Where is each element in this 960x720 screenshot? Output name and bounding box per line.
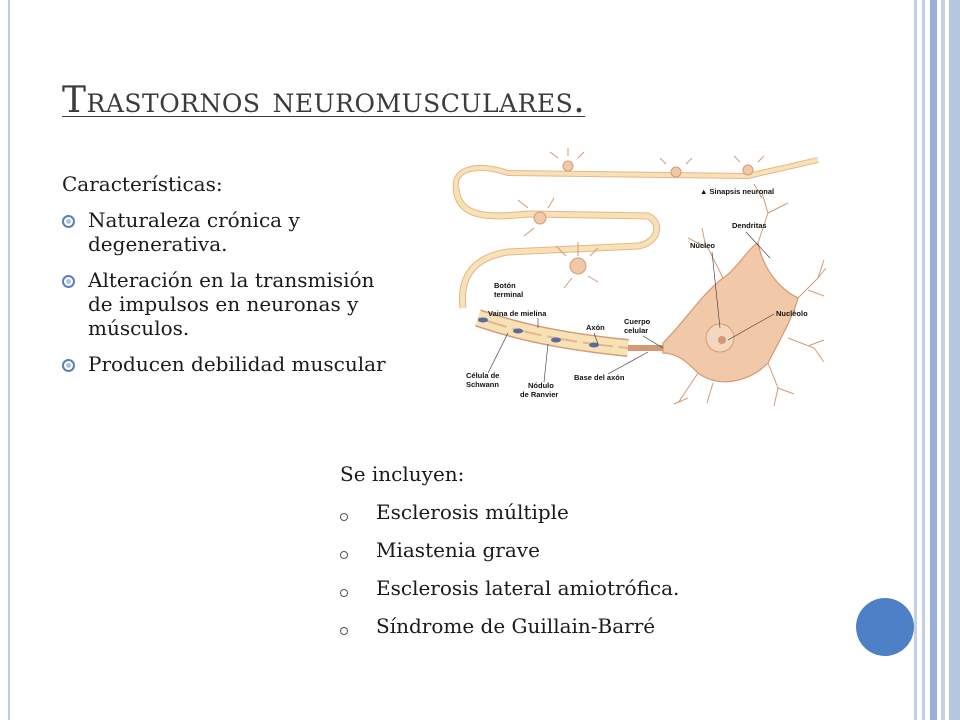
list-item-text: Esclerosis múltiple bbox=[376, 500, 569, 524]
decorative-side-bars bbox=[914, 0, 960, 720]
label-terminal-button-1: Botón bbox=[494, 281, 516, 290]
bullet-o-icon bbox=[340, 551, 348, 559]
label-synapse: ▲ Sinapsis neuronal bbox=[700, 187, 774, 196]
label-nucleus: Núcleo bbox=[690, 241, 715, 250]
list-item-text: Síndrome de Guillain-Barré bbox=[376, 614, 656, 638]
bullet-circle-icon bbox=[62, 215, 75, 228]
label-schwann-2: Schwann bbox=[466, 380, 499, 389]
includes-list: Esclerosis múltiple Miastenia grave Escl… bbox=[340, 500, 780, 638]
label-axon-base: Base del axón bbox=[574, 373, 625, 382]
label-ranvier-2: de Ranvier bbox=[520, 390, 558, 399]
list-item: Esclerosis lateral amiotrófica. bbox=[340, 576, 780, 600]
list-item: Alteración en la transmisión de impulsos… bbox=[62, 268, 402, 340]
list-item-text: Producen debilidad muscular bbox=[88, 352, 386, 376]
decorative-circle bbox=[856, 598, 914, 656]
label-myelin-sheath: Vaina de mielina bbox=[488, 309, 547, 318]
label-cell-body-1: Cuerpo bbox=[624, 317, 651, 326]
bullet-o-icon bbox=[340, 589, 348, 597]
label-cell-body-2: celular bbox=[624, 326, 648, 335]
list-item: Producen debilidad muscular bbox=[62, 352, 402, 376]
list-item-text: Esclerosis lateral amiotrófica. bbox=[376, 576, 680, 600]
label-nucleolus: Nucléolo bbox=[776, 309, 808, 318]
list-item-text: Alteración en la transmisión de impulsos… bbox=[88, 268, 375, 340]
list-item: Naturaleza crónica y degenerativa. bbox=[62, 208, 402, 256]
label-ranvier-1: Nódulo bbox=[528, 381, 554, 390]
left-frame-line bbox=[8, 0, 10, 720]
list-item: Esclerosis múltiple bbox=[340, 500, 780, 524]
list-item: Síndrome de Guillain-Barré bbox=[340, 614, 780, 638]
characteristics-intro: Características: bbox=[62, 172, 223, 196]
label-dendrites: Dendritas bbox=[732, 221, 767, 230]
slide-title: Trastornos neuromusculares. bbox=[62, 80, 586, 121]
label-axon: Axón bbox=[586, 323, 605, 332]
list-item: Miastenia grave bbox=[340, 538, 780, 562]
bullet-circle-icon bbox=[62, 359, 75, 372]
list-item-text: Naturaleza crónica y degenerativa. bbox=[88, 208, 300, 256]
bullet-circle-icon bbox=[62, 275, 75, 288]
neuron-diagram: ▲ Sinapsis neuronal Dendritas Núcleo Bot… bbox=[452, 148, 826, 407]
list-item-text: Miastenia grave bbox=[376, 538, 540, 562]
includes-block: Se incluyen: Esclerosis múltiple Miasten… bbox=[340, 462, 780, 652]
characteristics-list: Naturaleza crónica y degenerativa. Alter… bbox=[62, 208, 402, 376]
label-schwann-1: Célula de bbox=[466, 371, 499, 380]
bullet-o-icon bbox=[340, 513, 348, 521]
label-terminal-button-2: terminal bbox=[494, 290, 523, 299]
characteristics-block: Características: Naturaleza crónica y de… bbox=[62, 172, 402, 388]
bullet-o-icon bbox=[340, 627, 348, 635]
includes-intro: Se incluyen: bbox=[340, 462, 465, 486]
